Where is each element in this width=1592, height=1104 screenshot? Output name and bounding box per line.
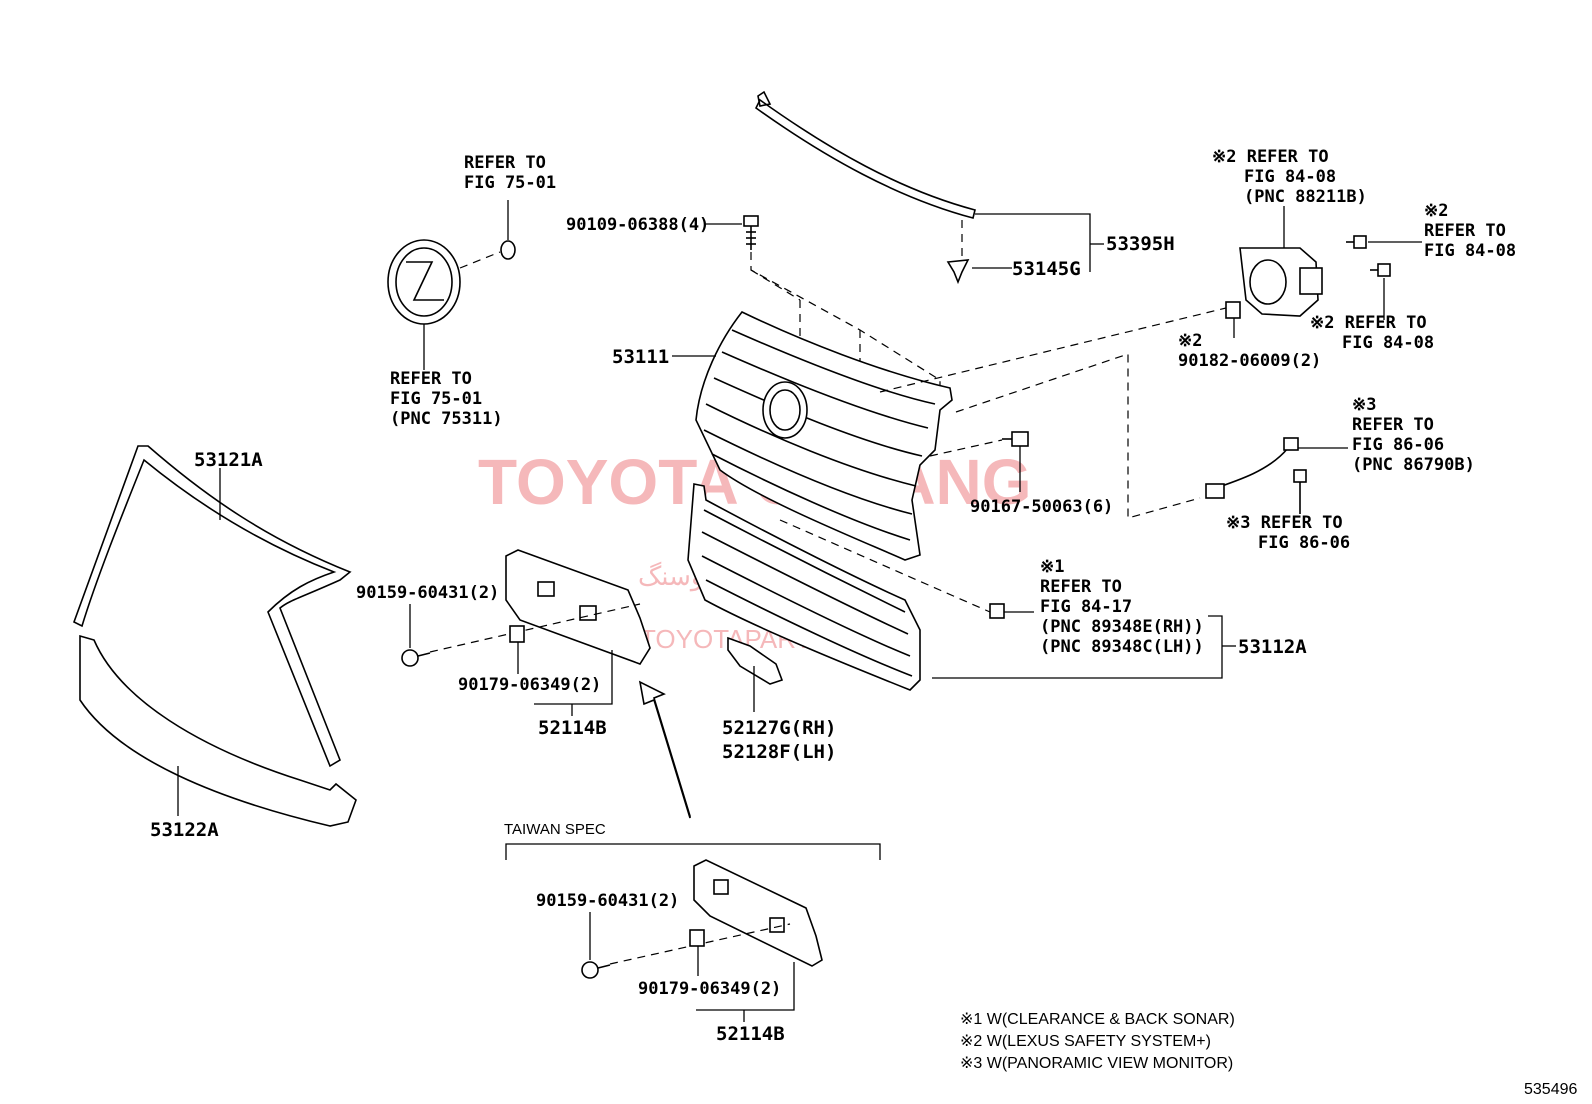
molding-53122a-shape	[79, 634, 357, 827]
taiwan-bracket-shape	[693, 859, 823, 967]
camera-bolt-icon	[1293, 469, 1307, 514]
emblem-icon	[387, 239, 516, 325]
sonar-dash	[779, 519, 991, 613]
part-label-90182-mark: ※2	[1178, 331, 1202, 351]
taiwan-screw-label: 90159-60431(2)	[536, 891, 679, 911]
refer-sonar-l4: (PNC 89348C(LH))	[1040, 637, 1204, 657]
nut-90179-icon	[509, 625, 525, 643]
refer-camera-top-l3: (PNC 86790B)	[1352, 455, 1475, 475]
bolt-dash-2	[750, 269, 801, 301]
part-label-53145g: 53145G	[1012, 258, 1081, 280]
part-label-90159: 90159-60431(2)	[356, 583, 499, 603]
screw-90159-icon	[401, 649, 431, 667]
leader-52114b	[534, 650, 613, 705]
refer-camera-top-l0: ※3	[1352, 395, 1376, 415]
surround-53121a-shape	[73, 445, 352, 768]
figure-number: 535496	[1524, 1081, 1577, 1098]
refer-sensor-mid-l2: FIG 84-08	[1342, 333, 1434, 353]
taiwan-nut-icon	[689, 929, 705, 947]
note-1: ※1 W(CLEARANCE & BACK SONAR)	[960, 1011, 1235, 1028]
part-label-90167: 90167-50063(6)	[970, 497, 1113, 517]
refer-sensor-top-l3: (PNC 88211B)	[1244, 187, 1367, 207]
part-label-52128f: 52128F(LH)	[722, 741, 836, 763]
taiwan-title: TAIWAN SPEC	[504, 821, 606, 838]
part-label-52114b: 52114B	[538, 717, 607, 739]
refer-sonar-l0: ※1	[1040, 557, 1064, 577]
refer-sensor-top-l2: FIG 84-08	[1244, 167, 1336, 187]
clip-90167-dash	[929, 439, 1003, 457]
sensor-icon	[1239, 247, 1323, 317]
clip-90167-icon	[1002, 431, 1029, 447]
part-label-90109: 90109-06388(4)	[566, 215, 709, 235]
refer-emblem-bottom-l1: REFER TO	[390, 369, 472, 389]
camera-icon	[1205, 437, 1299, 499]
refer-sonar-l2: FIG 84-17	[1040, 597, 1132, 617]
leader-53112a	[932, 615, 1223, 679]
leader-53395h	[975, 213, 1091, 272]
bracket-52127g-shape	[727, 636, 784, 685]
refer-camera-bottom-l1: ※3 REFER TO	[1226, 513, 1343, 533]
refer-sensor-top-l1: ※2 REFER TO	[1212, 147, 1329, 167]
part-label-90182: 90182-06009(2)	[1178, 351, 1321, 371]
note-3: ※3 W(PANORAMIC VIEW MONITOR)	[960, 1055, 1233, 1072]
refer-sensor-right-l2: FIG 84-08	[1424, 241, 1516, 261]
refer-sensor-right-l1: REFER TO	[1424, 221, 1506, 241]
refer-camera-bottom-l2: FIG 86-06	[1258, 533, 1350, 553]
refer-sensor-mid-l1: ※2 REFER TO	[1310, 313, 1427, 333]
part-label-53112a: 53112A	[1238, 636, 1307, 658]
clip-53145g-shape	[946, 259, 970, 285]
refer-emblem-top-l1: REFER TO	[464, 153, 546, 173]
part-label-53121a: 53121A	[194, 449, 263, 471]
sonar-clip-icon	[989, 603, 1005, 619]
grille-53111-shape	[695, 310, 953, 561]
taiwan-nut-label: 90179-06349(2)	[638, 979, 781, 999]
part-label-90179: 90179-06349(2)	[458, 675, 601, 695]
refer-emblem-top-l2: FIG 75-01	[464, 173, 556, 193]
refer-sonar-l1: REFER TO	[1040, 577, 1122, 597]
refer-sensor-right-l0: ※2	[1424, 201, 1448, 221]
part-label-53122a: 53122A	[150, 819, 219, 841]
refer-camera-top-l1: REFER TO	[1352, 415, 1434, 435]
taiwan-screw-icon	[581, 961, 611, 979]
screw-dash	[429, 603, 641, 653]
emblem-dash	[459, 251, 501, 269]
taiwan-bracket-line	[505, 843, 881, 860]
taiwan-arrow-icon	[638, 680, 691, 819]
refer-sonar-l3: (PNC 89348E(RH))	[1040, 617, 1204, 637]
part-label-53111: 53111	[612, 346, 669, 368]
part-label-52127g: 52127G(RH)	[722, 717, 836, 739]
clip-90182-icon	[1225, 301, 1241, 319]
leader-taiwan-52114b	[696, 962, 795, 1011]
sensor-bolt-1-icon	[1346, 235, 1367, 249]
sensor-bolt-2-icon	[1370, 263, 1391, 277]
refer-emblem-bottom-l2: FIG 75-01	[390, 389, 482, 409]
molding-53395h-shape	[754, 90, 976, 219]
refer-camera-top-l2: FIG 86-06	[1352, 435, 1444, 455]
bolt-90109-icon	[743, 215, 759, 250]
taiwan-screw-dash	[609, 923, 791, 965]
grille-53112a-shape	[687, 483, 921, 691]
sensor-dash	[879, 307, 1227, 393]
camera-dash	[955, 353, 1201, 519]
refer-emblem-bottom-l3: (PNC 75311)	[390, 409, 503, 429]
taiwan-bracket-label: 52114B	[716, 1023, 785, 1045]
note-2: ※2 W(LEXUS SAFETY SYSTEM+)	[960, 1033, 1211, 1050]
part-label-53395h: 53395H	[1106, 233, 1175, 255]
